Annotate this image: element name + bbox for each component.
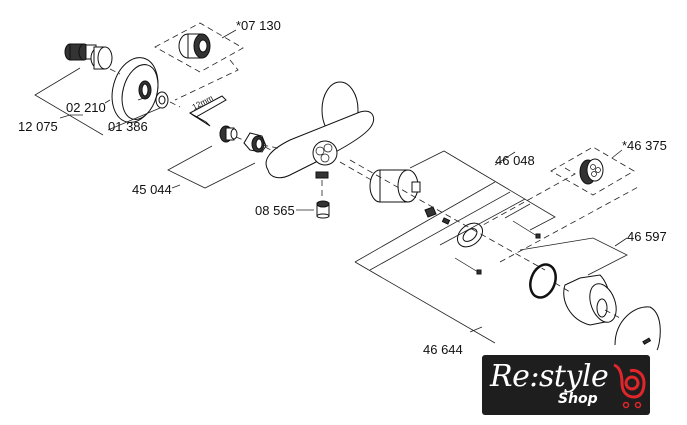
axis-line — [261, 144, 279, 149]
part-label-07130: *07 130 — [236, 18, 281, 33]
escutcheon-rosette-icon — [111, 57, 159, 123]
leader-line — [221, 29, 237, 39]
aerator-icon — [316, 200, 330, 219]
part-label-46644: 46 644 — [423, 342, 463, 357]
shopping-cart-at-icon — [613, 363, 646, 409]
washer-icon — [155, 91, 169, 109]
optional-part-frame — [154, 22, 244, 73]
cartridge-icon — [369, 169, 451, 225]
mixer-body-icon — [265, 81, 375, 179]
optional-part-frame — [550, 146, 635, 196]
part-label-46597: 46 597 — [627, 229, 667, 244]
part-46375-group: *46 375 — [550, 138, 667, 196]
part-label-08565: 08 565 — [255, 203, 295, 218]
eccentric-connector-icon — [64, 43, 113, 70]
lever-insert-icon — [579, 158, 604, 185]
part-label-12075: 12 075 — [18, 119, 58, 134]
hex-nut-icon — [243, 132, 267, 153]
leader-line — [174, 59, 239, 101]
part-label-46048: 46 048 — [495, 153, 535, 168]
parts-12075-leaders — [34, 67, 181, 136]
axis-line — [339, 161, 381, 186]
allen-key-12mm-icon: 12mm — [189, 93, 227, 127]
part-07130-group: *07 130 — [154, 18, 281, 101]
sleeve-icon — [563, 274, 617, 326]
flange-ring-icon — [456, 222, 484, 248]
restyle-shop-logo: Re:style Shop — [482, 355, 650, 415]
parts-45044-leaders — [167, 136, 276, 189]
union-fitting-icon — [219, 125, 238, 143]
adapter-fitting-icon — [178, 33, 211, 59]
o-ring-icon — [529, 263, 557, 299]
part-label-46375: *46 375 — [622, 138, 667, 153]
lever-handle-icon — [614, 306, 661, 351]
screw-icon — [454, 257, 482, 275]
parts-46048-leaders — [349, 150, 641, 344]
part-label-02210: 02 210 — [66, 100, 106, 115]
logo-sub-text: Shop — [558, 391, 598, 407]
screw-icon — [512, 220, 541, 239]
part-label-01386: 01 386 — [108, 119, 148, 134]
logo-brand-text: Re:style — [490, 359, 609, 394]
part-label-45044: 45 044 — [132, 182, 172, 197]
parts-46597-leaders — [519, 237, 628, 319]
